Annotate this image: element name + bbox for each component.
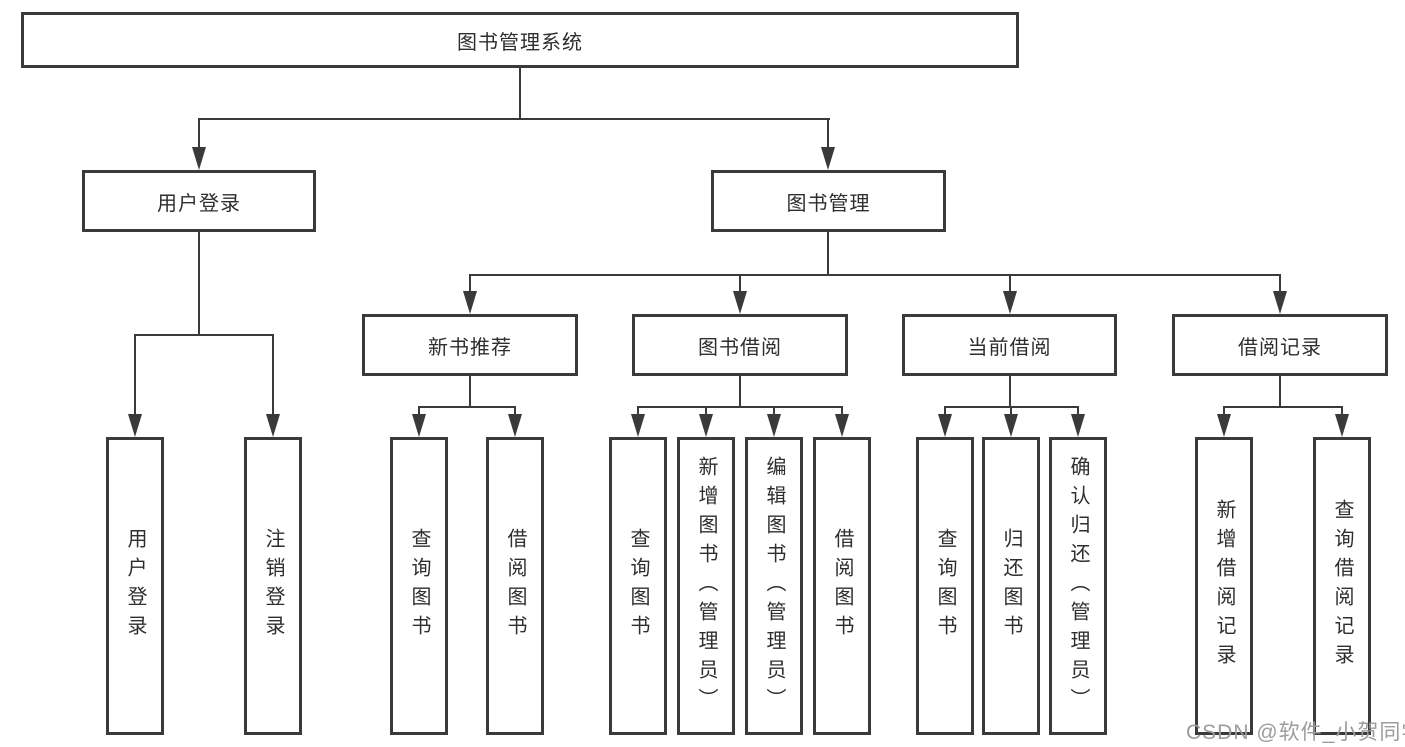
connector-root-stem <box>519 68 521 120</box>
connector-drop-user-login <box>198 118 200 150</box>
leaf-borrow-books-recommend: 借阅图书 <box>486 437 544 735</box>
connector-drop-leaf <box>705 406 707 416</box>
connector-drop-module <box>1279 274 1281 294</box>
connector-module-stem <box>1009 376 1011 408</box>
leaf-confirm-return-admin: 确认归还（管理员） <box>1049 437 1107 735</box>
leaf-label: 查询图书 <box>627 528 649 644</box>
leaf-label: 编辑图书（管理员） <box>763 455 785 717</box>
arrowhead-down-icon <box>1273 291 1287 314</box>
connector-drop-leaf <box>272 334 274 416</box>
connector-drop-leaf <box>1223 406 1225 416</box>
connector-module-branch <box>418 406 516 408</box>
node-new-book-recommendation: 新书推荐 <box>362 314 578 376</box>
leaf-query-books-current: 查询图书 <box>916 437 974 735</box>
leaf-query-books-recommend: 查询图书 <box>390 437 448 735</box>
node-label: 用户登录 <box>157 192 241 215</box>
connector-user-login-branch <box>134 334 274 336</box>
arrowhead-down-icon <box>1004 414 1018 437</box>
leaf-label: 新增图书（管理员） <box>695 455 717 717</box>
arrowhead-down-icon <box>821 147 835 170</box>
arrowhead-down-icon <box>1003 291 1017 314</box>
leaf-return-books: 归还图书 <box>982 437 1040 735</box>
leaf-add-book-admin: 新增图书（管理员） <box>677 437 735 735</box>
node-book-management: 图书管理 <box>711 170 946 232</box>
connector-drop-leaf <box>637 406 639 416</box>
connector-drop-leaf <box>1341 406 1343 416</box>
connector-drop-leaf <box>1010 406 1012 416</box>
arrowhead-down-icon <box>767 414 781 437</box>
arrowhead-down-icon <box>412 414 426 437</box>
leaf-label: 查询借阅记录 <box>1331 499 1353 673</box>
node-label: 借阅记录 <box>1238 336 1322 359</box>
connector-drop-module <box>1009 274 1011 294</box>
connector-drop-leaf <box>841 406 843 416</box>
connector-drop-leaf <box>773 406 775 416</box>
connector-drop-leaf <box>1077 406 1079 416</box>
connector-drop-book-management <box>827 118 829 150</box>
leaf-borrow-books-borrowing: 借阅图书 <box>813 437 871 735</box>
node-label: 图书管理系统 <box>457 31 583 54</box>
leaf-label: 查询图书 <box>408 528 430 644</box>
connector-drop-module <box>469 274 471 294</box>
node-library-management-system: 图书管理系统 <box>21 12 1019 68</box>
leaf-label: 注销登录 <box>262 528 284 644</box>
connector-drop-leaf <box>418 406 420 416</box>
arrowhead-down-icon <box>631 414 645 437</box>
arrowhead-down-icon <box>835 414 849 437</box>
leaf-label: 查询图书 <box>934 528 956 644</box>
connector-drop-leaf <box>944 406 946 416</box>
connector-module-branch <box>637 406 843 408</box>
leaf-label: 新增借阅记录 <box>1213 499 1235 673</box>
arrowhead-down-icon <box>1071 414 1085 437</box>
arrowhead-down-icon <box>733 291 747 314</box>
connector-user-login-stem <box>198 232 200 336</box>
node-label: 新书推荐 <box>428 336 512 359</box>
node-borrowing-records: 借阅记录 <box>1172 314 1388 376</box>
leaf-label: 归还图书 <box>1000 528 1022 644</box>
arrowhead-down-icon <box>508 414 522 437</box>
leaf-logout: 注销登录 <box>244 437 302 735</box>
node-book-borrowing: 图书借阅 <box>632 314 848 376</box>
arrowhead-down-icon <box>699 414 713 437</box>
node-label: 图书管理 <box>786 192 871 215</box>
connector-drop-module <box>739 274 741 294</box>
leaf-label: 借阅图书 <box>831 528 853 644</box>
node-label: 图书借阅 <box>698 336 782 359</box>
node-user-login: 用户登录 <box>82 170 316 232</box>
connector-book-management-branch <box>469 274 1281 276</box>
leaf-query-borrow-record: 查询借阅记录 <box>1313 437 1371 735</box>
leaf-user-login: 用户登录 <box>106 437 164 735</box>
node-current-borrowing: 当前借阅 <box>902 314 1117 376</box>
leaf-query-books-borrowing: 查询图书 <box>609 437 667 735</box>
connector-root-branch <box>198 118 830 120</box>
arrowhead-down-icon <box>128 414 142 437</box>
leaf-edit-book-admin: 编辑图书（管理员） <box>745 437 803 735</box>
leaf-add-borrow-record: 新增借阅记录 <box>1195 437 1253 735</box>
arrowhead-down-icon <box>463 291 477 314</box>
connector-module-branch <box>1223 406 1343 408</box>
connector-book-management-stem <box>827 232 829 276</box>
connector-module-stem <box>739 376 741 408</box>
leaf-label: 用户登录 <box>124 528 146 644</box>
arrowhead-down-icon <box>1335 414 1349 437</box>
arrowhead-down-icon <box>266 414 280 437</box>
connector-module-stem <box>1279 376 1281 408</box>
connector-module-stem <box>469 376 471 408</box>
leaf-label: 确认归还（管理员） <box>1067 455 1089 717</box>
connector-drop-leaf <box>514 406 516 416</box>
connector-drop-leaf <box>134 334 136 416</box>
leaf-label: 借阅图书 <box>504 528 526 644</box>
arrowhead-down-icon <box>1217 414 1231 437</box>
node-label: 当前借阅 <box>967 336 1052 359</box>
csdn-watermark: CSDN @软件_小贺同学 <box>1186 721 1405 744</box>
arrowhead-down-icon <box>192 147 206 170</box>
arrowhead-down-icon <box>938 414 952 437</box>
